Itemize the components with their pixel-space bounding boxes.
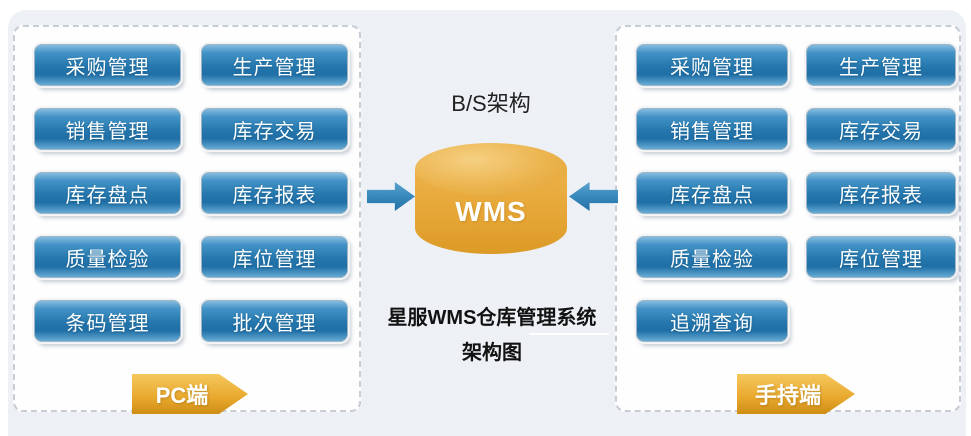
wms-database-cylinder-top	[415, 143, 567, 195]
pc-tag: PC端	[132, 374, 248, 414]
pc-button-grid: 采购管理 生产管理 销售管理 库存交易 库存盘点 库存报表 质量检验 库位管理 …	[34, 44, 348, 342]
diagram-caption-line1: 星服WMS仓库管理系统	[387, 307, 597, 329]
wms-label: WMS	[455, 196, 527, 227]
handheld-btn-sales-mgmt[interactable]: 销售管理	[636, 108, 788, 150]
pc-btn-purchase-mgmt[interactable]: 采购管理	[34, 44, 181, 86]
bs-architecture-label: B/S架构	[451, 91, 531, 116]
handheld-panel: 采购管理 生产管理 销售管理 库存交易 库存盘点 库存报表 质量检验 库位管理 …	[615, 25, 961, 414]
handheld-btn-inventory-transaction[interactable]: 库存交易	[806, 108, 956, 150]
handheld-button-grid: 采购管理 生产管理 销售管理 库存交易 库存盘点 库存报表 质量检验 库位管理 …	[636, 44, 956, 342]
pc-panel: 采购管理 生产管理 销售管理 库存交易 库存盘点 库存报表 质量检验 库位管理 …	[13, 25, 361, 414]
handheld-btn-trace-query[interactable]: 追溯查询	[636, 300, 788, 342]
handheld-btn-stocktaking[interactable]: 库存盘点	[636, 172, 788, 214]
pc-btn-inventory-report[interactable]: 库存报表	[201, 172, 348, 214]
pc-btn-batch-mgmt[interactable]: 批次管理	[201, 300, 348, 342]
diagram-caption: 星服WMS仓库管理系统 架构图	[372, 301, 612, 371]
handheld-btn-purchase-mgmt[interactable]: 采购管理	[636, 44, 788, 86]
pc-btn-inventory-transaction[interactable]: 库存交易	[201, 108, 348, 150]
pc-btn-stocktaking[interactable]: 库存盘点	[34, 172, 181, 214]
pc-btn-sales-mgmt[interactable]: 销售管理	[34, 108, 181, 150]
handheld-tag: 手持端	[737, 374, 855, 414]
handheld-btn-production-mgmt[interactable]: 生产管理	[806, 44, 956, 86]
diagram-caption-line2: 架构图	[462, 342, 522, 364]
handheld-btn-location-mgmt[interactable]: 库位管理	[806, 236, 956, 278]
handheld-btn-inventory-report[interactable]: 库存报表	[806, 172, 956, 214]
pc-btn-quality-inspection[interactable]: 质量检验	[34, 236, 181, 278]
pc-btn-barcode-mgmt[interactable]: 条码管理	[34, 300, 181, 342]
pc-btn-location-mgmt[interactable]: 库位管理	[201, 236, 348, 278]
caption-divider-line	[529, 333, 609, 335]
handheld-btn-quality-inspection[interactable]: 质量检验	[636, 236, 788, 278]
pc-btn-production-mgmt[interactable]: 生产管理	[201, 44, 348, 86]
